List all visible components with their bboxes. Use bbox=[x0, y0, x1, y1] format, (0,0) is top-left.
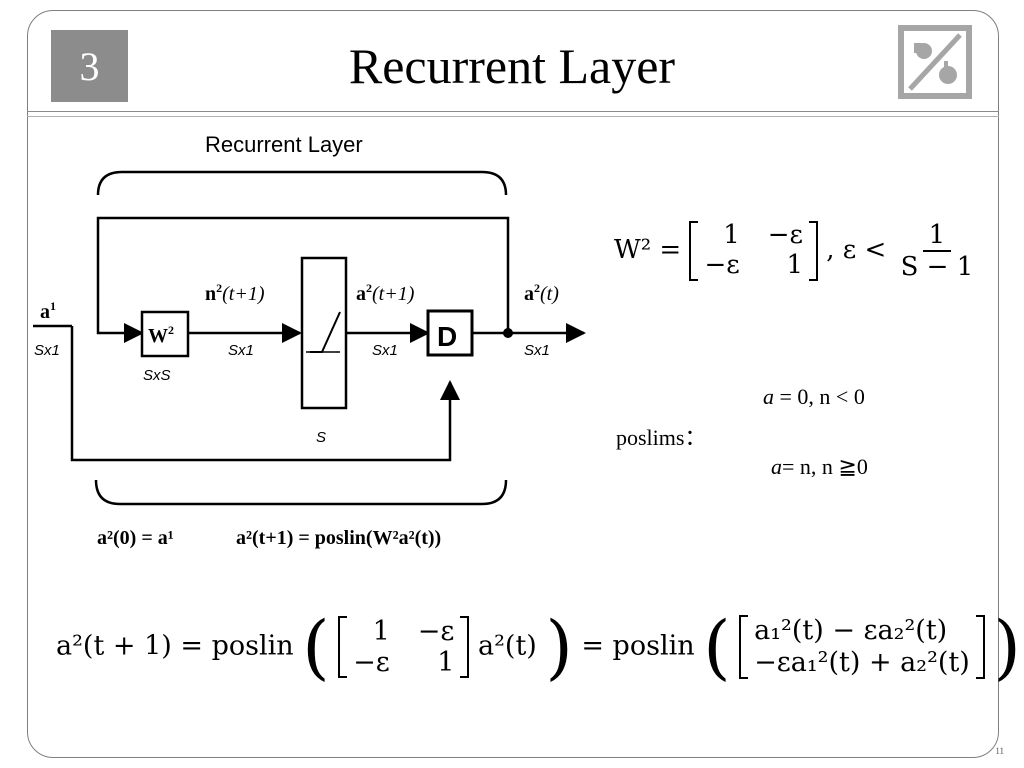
n-label: n2(t+1) bbox=[205, 281, 265, 305]
poslim-case-1: a = 0, n < 0 bbox=[763, 384, 865, 409]
top-brace bbox=[96, 170, 508, 196]
n-dim: Sx1 bbox=[228, 342, 254, 359]
expanded-recurrence-equation: a²(t + 1) = poslin ( 1 −ε −ε 1 a²(t) ) =… bbox=[56, 606, 1021, 688]
weight-matrix: 1 −ε −ε 1 bbox=[689, 220, 818, 281]
output-label: a2(t) bbox=[524, 281, 559, 305]
input-dim: Sx1 bbox=[34, 342, 60, 359]
weight-box bbox=[140, 310, 190, 358]
bottom-weight-matrix: 1 −ε −ε 1 bbox=[338, 615, 470, 679]
input-label: a1 bbox=[40, 299, 56, 323]
title-rule-thin bbox=[27, 116, 999, 117]
delay-box bbox=[426, 309, 474, 357]
weight-label: W2 bbox=[148, 323, 174, 347]
a-next-label: a2(t+1) bbox=[356, 281, 415, 305]
bottom-eq-lhs: a²(t + 1) = poslin bbox=[56, 630, 294, 662]
output-dim: Sx1 bbox=[524, 342, 550, 359]
delay-label: D bbox=[437, 321, 457, 352]
poslin-curve-icon bbox=[310, 311, 341, 353]
weight-eq-lhs: W² = bbox=[614, 235, 682, 265]
bottom-eq-mid: = poslin bbox=[581, 630, 695, 662]
feedback-line bbox=[96, 216, 510, 343]
diagram-title: Recurrent Layer bbox=[205, 132, 363, 157]
page-number: 11 bbox=[995, 746, 1004, 756]
transfer-function-box bbox=[300, 256, 348, 410]
bottom-vec-term: a²(t) bbox=[478, 630, 537, 662]
slide-number-badge: 3 bbox=[51, 30, 128, 102]
a-next-dim: Sx1 bbox=[372, 342, 398, 359]
input-to-delay-line bbox=[70, 326, 460, 462]
epsilon-condition: , ε < bbox=[826, 235, 887, 265]
slide-frame bbox=[27, 10, 999, 758]
poslim-case-2: a= n, n ≧0 bbox=[771, 454, 868, 479]
title-rule bbox=[27, 111, 999, 112]
recurrence-eq: a²(t+1) = poslin(W²a²(t)) bbox=[236, 527, 441, 549]
epsilon-bound-fraction: 1 S − 1 bbox=[900, 220, 974, 282]
transfer-label: S bbox=[316, 429, 326, 446]
logo-icon bbox=[898, 25, 972, 99]
weight-dim: SxS bbox=[143, 367, 171, 384]
output-node bbox=[503, 328, 513, 338]
weight-matrix-equation: W² = 1 −ε −ε 1 , ε < 1 S − 1 bbox=[614, 220, 973, 282]
initial-condition-eq: a²(0) = a¹ bbox=[97, 527, 174, 549]
result-vector: a₁²(t) − εa₂²(t) −εa₁²(t) + a₂²(t) bbox=[739, 614, 985, 680]
bottom-brace bbox=[94, 479, 508, 506]
slide-title: Recurrent Layer bbox=[348, 38, 676, 94]
slide-number: 3 bbox=[79, 43, 100, 89]
poslim-label: poslims： bbox=[616, 425, 707, 450]
